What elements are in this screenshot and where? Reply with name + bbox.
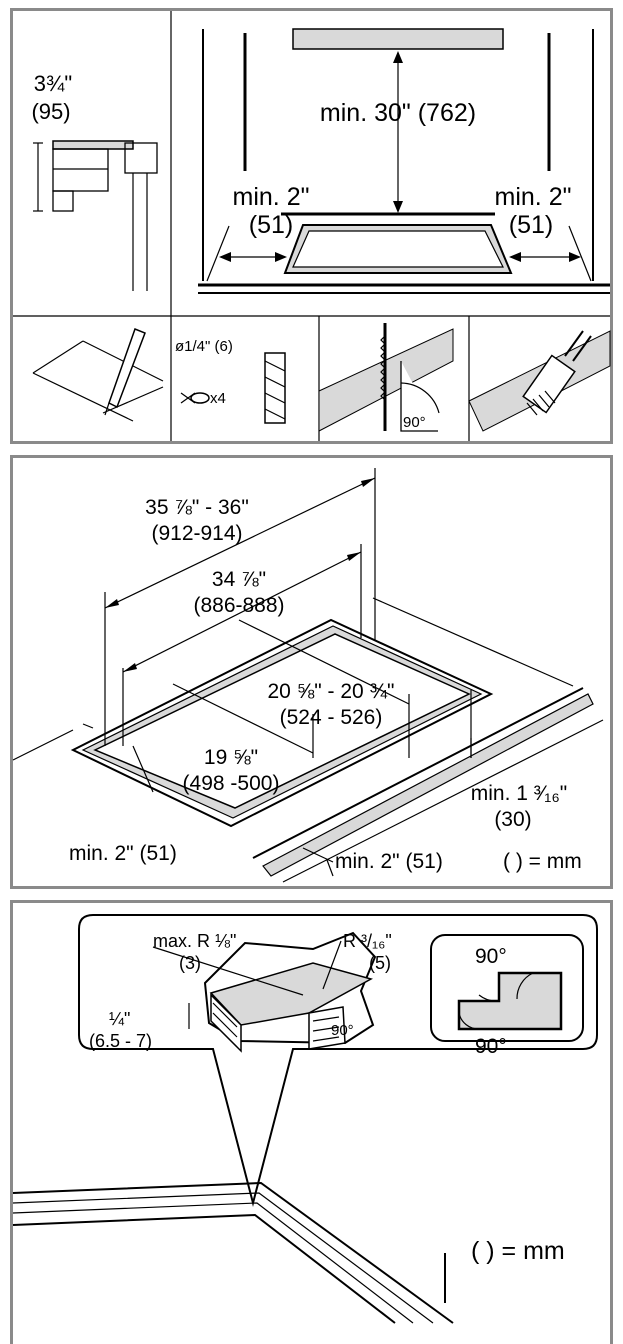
- outer-depth-inch: 20 ⅝" - 20 ¾": [268, 680, 395, 703]
- front-clearance-label: min. 2" (51): [335, 850, 443, 873]
- cutout-width-inch: 34 ⅞": [212, 568, 266, 591]
- clearance-panel: 3¾" (95) min. 30" (762) min. 2" (51) min…: [10, 8, 613, 444]
- countertop-corner-drawing: [12, 1181, 454, 1324]
- clearance-diagram: 3¾" (95) min. 30" (762) min. 2" (51) min…: [13, 11, 611, 441]
- left-clearance-mm: (51): [249, 211, 293, 239]
- right-clearance-inch: min. 2": [495, 183, 572, 211]
- outer-width-inch: 35 ⅞" - 36": [145, 496, 249, 519]
- corner-detail-diagram: max. R ⅛" (3) R ³/₁₆" (5) ¼" (6.5 - 7) 9…: [12, 914, 598, 1324]
- cutout-depth-mm: (498 -500): [183, 772, 280, 795]
- angle-bottom-label: 90°: [475, 1035, 507, 1058]
- max-radius-inch: max. R ⅛": [153, 931, 236, 951]
- drill-size-label: ø1/4" (6): [175, 338, 233, 355]
- angle-top-label: 90°: [475, 945, 507, 968]
- side-depth-inch: 3¾": [34, 71, 72, 96]
- saw-step: [318, 323, 454, 432]
- corner-detail-panel: max. R ⅛" (3) R ³/₁₆" (5) ¼" (6.5 - 7) 9…: [10, 900, 613, 1344]
- cutout-depth-inch: 19 ⅝": [204, 746, 258, 769]
- side-profile-drawing: [33, 140, 158, 291]
- marking-step: [32, 328, 164, 422]
- back-clearance-inch: min. 1 ³⁄₁₆": [471, 782, 568, 805]
- left-clearance-inch: min. 2": [233, 183, 310, 211]
- cabinet-layout-drawing: [198, 28, 610, 294]
- saw-angle-label: 90°: [403, 414, 426, 431]
- outer-width-mm: (912-914): [151, 522, 242, 545]
- left-clearance-label: min. 2" (51): [69, 842, 177, 865]
- brush-step: [468, 330, 611, 432]
- drill-step: [180, 352, 286, 424]
- countertop-drawing: [12, 468, 604, 883]
- units-note-bottom: ( ) = mm: [471, 1237, 565, 1265]
- cutout-dimensions-panel: 35 ⅞" - 36" (912-914) 34 ⅞" (886-888) 20…: [10, 455, 613, 889]
- right-clearance-mm: (51): [509, 211, 553, 239]
- cutout-width-mm: (886-888): [193, 594, 284, 617]
- outer-depth-mm: (524 - 526): [280, 706, 383, 729]
- corner-angle-label: 90°: [331, 1022, 354, 1039]
- radius-mm: (5): [369, 953, 391, 973]
- drill-count-label: x4: [210, 390, 226, 407]
- angle-detail-box: [430, 934, 584, 1042]
- corner-block-drawing: [152, 931, 377, 1053]
- top-clearance-label: min. 30" (762): [320, 99, 476, 127]
- side-depth-mm: (95): [31, 99, 70, 124]
- max-radius-mm: (3): [179, 953, 201, 973]
- units-note: ( ) = mm: [503, 850, 582, 873]
- depth-inch: ¼": [109, 1009, 130, 1029]
- depth-mm: (6.5 - 7): [89, 1031, 152, 1051]
- radius-inch: R ³/₁₆": [343, 931, 392, 951]
- cutout-diagram: 35 ⅞" - 36" (912-914) 34 ⅞" (886-888) 20…: [12, 468, 604, 883]
- back-clearance-mm: (30): [494, 808, 531, 831]
